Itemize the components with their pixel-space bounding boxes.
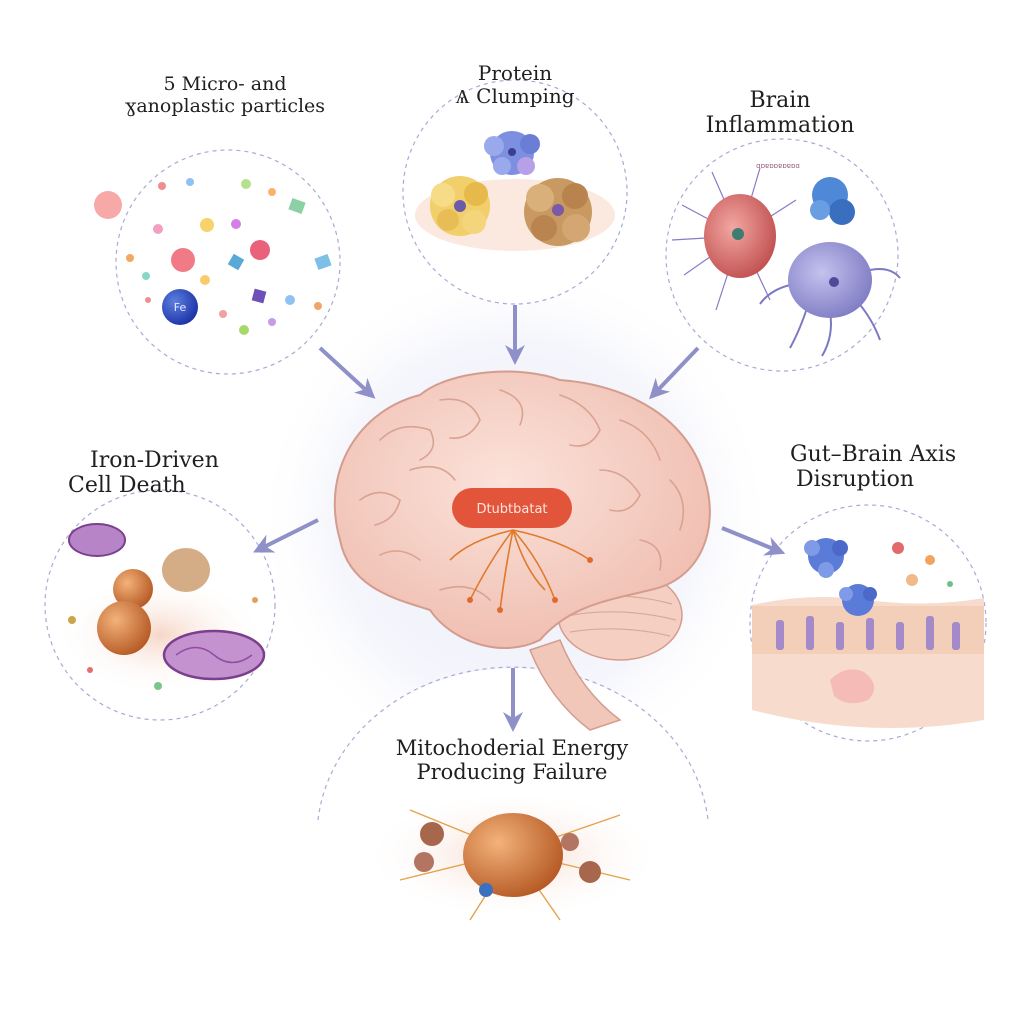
gut-organ-sketch xyxy=(830,669,875,704)
label-protein-clumping: Protein Ѧ Clumping xyxy=(455,61,575,108)
iron-badge-text: Fe xyxy=(174,301,187,314)
micro-plastics-node: Fe xyxy=(94,149,341,375)
iron-ball-top xyxy=(113,569,153,609)
mitochondrion-small xyxy=(68,523,126,557)
label-iron-cell-death: Iron-Driven Cell Death xyxy=(68,448,219,499)
inflammation-tiny-label: ɑɒɐɒɒɐɒɐɒɑ xyxy=(756,162,800,170)
center-badge xyxy=(452,488,572,528)
protein-clumping-node xyxy=(402,79,628,305)
blue-microbe-cluster-1 xyxy=(804,538,848,578)
arrow-plastics-to-brain xyxy=(318,346,376,399)
brown-protein-clump xyxy=(524,178,592,246)
arrow-brain-to-iron xyxy=(253,518,319,553)
brain-stem xyxy=(529,639,622,731)
blue-protein-aggregate xyxy=(484,131,540,175)
blue-immune-cell xyxy=(810,177,855,225)
label-gut-brain: Gut–Brain Axis Disruption xyxy=(790,442,957,493)
label-brain-inflammation: Brain Inflammation xyxy=(705,88,855,139)
yellow-protein-clump xyxy=(430,176,490,236)
brown-clump xyxy=(162,548,210,592)
gut-brain-node xyxy=(749,504,987,742)
iron-particle xyxy=(162,289,198,325)
microglia-cell xyxy=(759,242,901,357)
label-micro-plastics: 5 Micro- and ɣanoplastic particles xyxy=(124,73,326,117)
iron-ball-bottom xyxy=(97,601,151,655)
brain-gyri xyxy=(359,389,685,601)
mitochondrial-node xyxy=(316,666,710,1000)
iron-cell-death-node xyxy=(44,489,276,721)
neural-spread xyxy=(449,529,591,611)
center-brain: Dtubtbatat xyxy=(333,370,711,731)
blue-microbe-cluster-2 xyxy=(839,584,877,616)
label-mitochondrial: Mitochoderial Energy Producing Failure xyxy=(395,736,629,785)
pathway-arrows xyxy=(253,305,786,732)
gut-villi xyxy=(776,616,960,650)
damaged-mitochondrion xyxy=(463,813,563,897)
brain-inflammation-node: ɑɒɐɒɒɐɒɐɒɑ xyxy=(665,138,901,372)
center-badge-text: Dtubtbatat xyxy=(476,502,547,517)
plastic-particles xyxy=(126,178,332,335)
arrow-inflammation-to-brain xyxy=(649,346,700,400)
floating-particle xyxy=(94,191,122,219)
arrow-brain-to-gut xyxy=(721,526,786,556)
